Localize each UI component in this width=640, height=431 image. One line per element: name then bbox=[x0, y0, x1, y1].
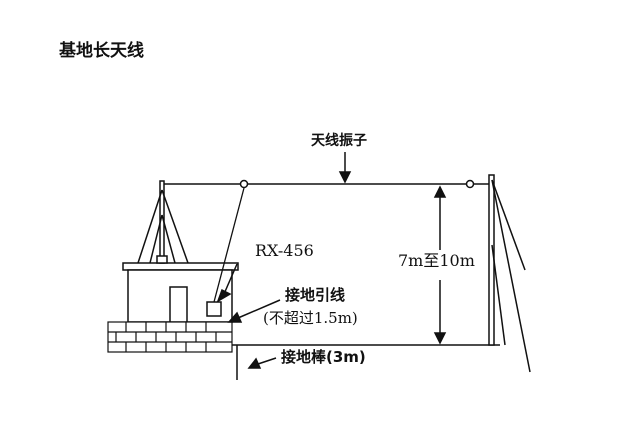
height-dimension-arrow bbox=[433, 185, 447, 345]
brick-foundation bbox=[107, 321, 233, 353]
house-door bbox=[169, 286, 188, 323]
ground-lead-limit-label: (不超过1.5m) bbox=[263, 309, 358, 327]
radio-arrow bbox=[216, 263, 238, 303]
diagram-title: 基地长天线 bbox=[59, 41, 144, 61]
insulator-right bbox=[465, 179, 475, 189]
radio-model-label: RX-456 bbox=[255, 241, 314, 260]
antenna-element-label: 天线振子 bbox=[311, 133, 367, 149]
far-pole bbox=[488, 174, 531, 373]
antenna-element-arrow bbox=[338, 152, 352, 184]
height-range-label: 7m至10m bbox=[398, 251, 475, 270]
ground-rod-label: 接地棒(3m) bbox=[281, 348, 366, 366]
ground-lead-label: 接地引线 bbox=[285, 286, 346, 304]
radio-unit bbox=[206, 301, 222, 317]
ground-rod-arrow bbox=[247, 357, 277, 369]
insulator-left bbox=[239, 179, 249, 189]
roof-mast bbox=[137, 180, 189, 264]
feed-line bbox=[213, 187, 245, 303]
ground-lead-arrow bbox=[227, 299, 281, 323]
house-roof bbox=[122, 262, 239, 271]
